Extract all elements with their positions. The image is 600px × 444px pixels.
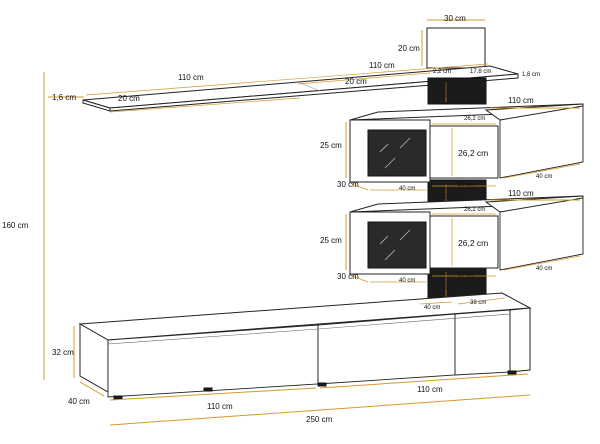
wall-shelf-ruler-top xyxy=(85,63,489,96)
lower-30: 30 cm xyxy=(458,272,474,278)
wall-shelf-ruler-front xyxy=(109,97,301,113)
lower-40-left: 40 cm xyxy=(399,278,415,284)
upper-depth-label: 30 cm xyxy=(337,180,359,189)
lower-inner-height: 26,2 cm xyxy=(458,238,488,248)
upper-middle-niche xyxy=(429,125,499,179)
tv-left-width-label: 110 cm xyxy=(207,402,233,411)
wall-shelf-thick-right: 1,6 cm xyxy=(522,72,540,78)
upper-inner-width: 26,2 cm xyxy=(464,116,485,122)
wall-shelf-2-2: 2,2 cm xyxy=(433,69,451,75)
tv-right-width-label: 110 cm xyxy=(417,385,443,394)
tv-door-middle xyxy=(317,313,456,385)
wall-shelf-ruler-mid xyxy=(297,72,431,85)
wall-shelf-depth-mid: 20 cm xyxy=(345,77,367,86)
total-width-ruler xyxy=(109,394,531,426)
tv-connector-38: 38 cm xyxy=(470,300,486,306)
top-width-label: 30 cm xyxy=(444,14,466,23)
tv-depth-ruler xyxy=(79,381,105,397)
tv-bench xyxy=(78,292,532,400)
wall-shelf-depth-left: 20 cm xyxy=(118,94,140,103)
tv-connector-40: 40 cm xyxy=(424,305,440,311)
lower-40-right: 40 cm xyxy=(536,266,552,272)
connector-label-1: 20 cm xyxy=(444,82,450,98)
tv-door-right xyxy=(454,309,511,376)
total-height-label: 160 cm xyxy=(2,221,29,230)
lower-middle-niche xyxy=(429,215,499,269)
upper-glass-door xyxy=(367,129,427,177)
total-width-label: 250 cm xyxy=(306,415,333,424)
upper-cabinet-row xyxy=(349,103,584,183)
wall-shelf xyxy=(82,65,519,112)
upper-40-right: 40 cm xyxy=(536,174,552,180)
upper-inner-height: 26,2 cm xyxy=(458,148,488,158)
top-height-label: 20 cm xyxy=(398,44,420,53)
tv-height-label: 32 cm xyxy=(52,348,74,357)
lower-height-label: 25 cm xyxy=(320,236,342,245)
tv-depth-label: 40 cm xyxy=(68,397,90,406)
upper-40-left: 40 cm xyxy=(399,186,415,192)
wall-shelf-17-8: 17,8 cm xyxy=(470,69,491,75)
upper-30: 30 cm xyxy=(458,182,474,188)
wall-shelf-110-right: 110 cm xyxy=(369,61,395,70)
connector-panel-1 xyxy=(427,77,487,105)
lower-cabinet-row xyxy=(349,195,584,275)
tv-right-width-ruler xyxy=(319,373,529,389)
lower-depth-label: 30 cm xyxy=(337,272,359,281)
tv-left-width-ruler xyxy=(109,387,317,401)
upper-width-label: 110 cm xyxy=(508,96,534,105)
connector-label-2: 20 cm xyxy=(444,184,450,200)
lower-glass-door xyxy=(367,221,427,269)
lower-width-label: 110 cm xyxy=(508,189,534,198)
wall-shelf-thick-left: 1,6 cm xyxy=(52,93,76,102)
connector-label-3: 20 cm xyxy=(444,274,450,290)
lower-inner-width: 26,2 cm xyxy=(464,207,485,213)
upper-height-label: 25 cm xyxy=(320,141,342,150)
top-back-panel xyxy=(426,27,486,69)
wall-shelf-110-left: 110 cm xyxy=(178,73,204,82)
